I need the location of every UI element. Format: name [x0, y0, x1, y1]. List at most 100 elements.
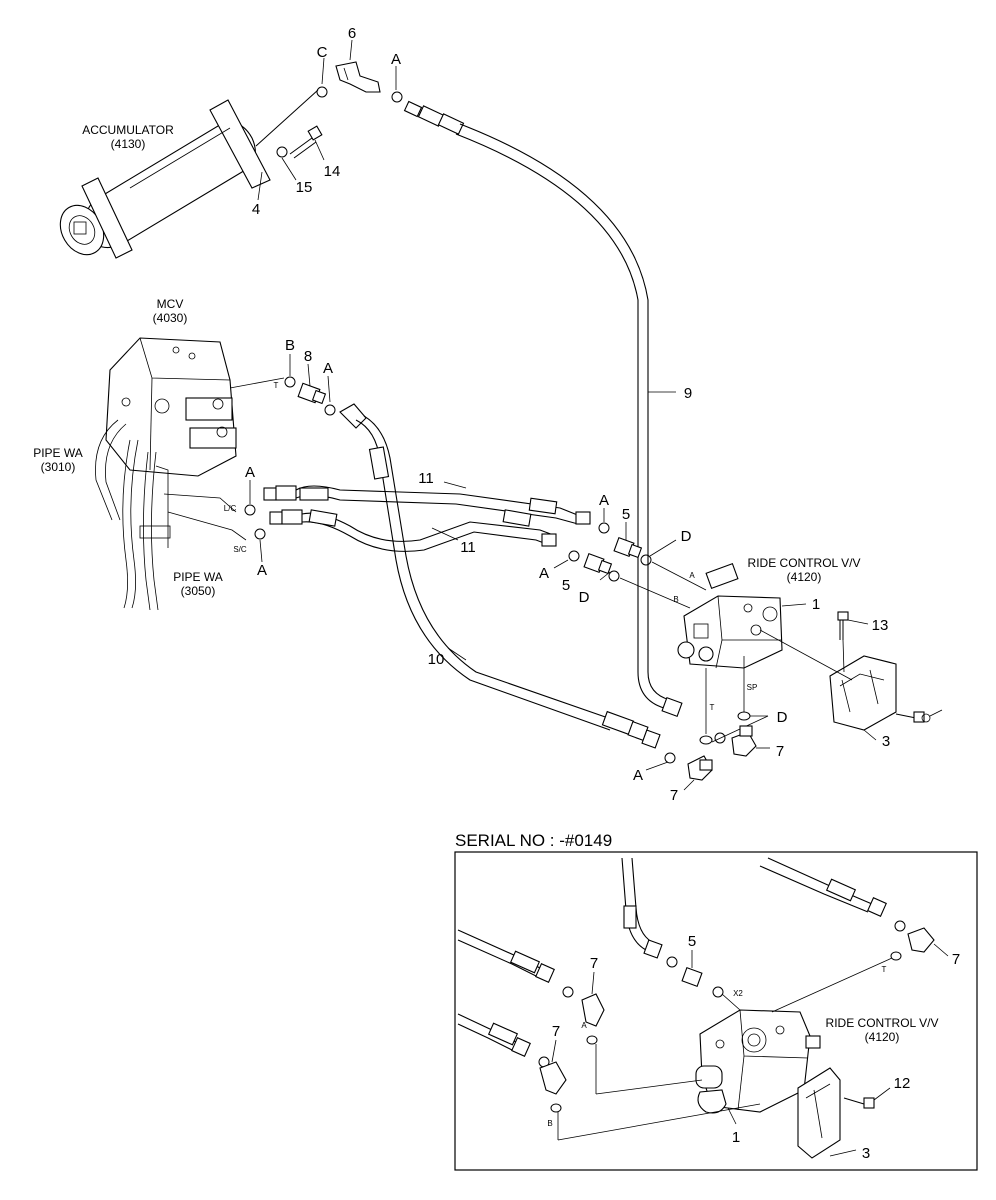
inset-port-tag-a: A [581, 1021, 587, 1030]
inset-bracket-3 [797, 1067, 841, 1159]
inset-callout-5: 5 [688, 933, 696, 950]
leader-13-top-down [842, 639, 845, 673]
leader-c [321, 57, 325, 85]
inset-bolt-12 [843, 1097, 875, 1109]
inset-line-b-2 [557, 1103, 761, 1141]
callout-14: 14 [324, 163, 341, 180]
leader-11-upper [443, 481, 467, 489]
elbow-fitting-6 [335, 61, 381, 93]
hoses-11 [263, 485, 591, 552]
mcv-drawing [105, 337, 237, 477]
inset-leader-7-left-lower [551, 1039, 557, 1063]
callout-a-sc: A [257, 562, 267, 579]
o-ring-a-top [391, 91, 403, 103]
callout-a-top: A [391, 51, 401, 68]
callout-4: 4 [252, 201, 260, 218]
port-tag-sp-rc: SP [747, 683, 758, 692]
leader-1 [781, 603, 807, 607]
inset-line-x2 [721, 993, 741, 1011]
inset-port-tag-b: B [547, 1119, 552, 1128]
o-ring-d-l [608, 570, 620, 582]
mcv-t-line [229, 377, 285, 389]
pipe-wa-2-code: (3050) [181, 584, 216, 598]
accumulator-name: ACCUMULATOR [82, 123, 174, 137]
callout-d-l: D [579, 589, 590, 606]
callout-7-bottom: 7 [670, 787, 678, 804]
leader-8 [307, 363, 311, 387]
callout-9: 9 [684, 385, 692, 402]
callout-11-upper: 11 [418, 470, 434, 487]
connector-8 [297, 382, 327, 405]
o-ring-a-bottom [664, 752, 676, 764]
inset-leader-3 [829, 1149, 857, 1157]
inset-o-ring-1 [562, 986, 574, 998]
elbow-fitting-7-bottom [687, 755, 713, 781]
callout-a-mcv: A [323, 360, 333, 377]
ride-control-valve-drawing [677, 562, 783, 669]
o-ring-b [284, 376, 296, 388]
leader-4 [257, 171, 263, 201]
inset-hoses [457, 857, 887, 1057]
callout-13-top: 13 [872, 617, 889, 634]
callout-6: 6 [348, 25, 356, 42]
inset-o-ring-3 [666, 956, 678, 968]
callout-a-5u: A [599, 492, 609, 509]
inset-callout-7-left-lower: 7 [552, 1023, 560, 1040]
callout-15: 15 [296, 179, 313, 196]
pipe-wa-1-code: (3010) [41, 460, 76, 474]
ride-control-name: RIDE CONTROL V/V [748, 556, 861, 570]
pipe-wa-2-name: PIPE WA [173, 570, 223, 584]
inset-line-a-2 [595, 1079, 703, 1095]
accumulator-leader [255, 89, 319, 147]
o-ring-t [699, 735, 713, 745]
inset-ride-control-valve [695, 1009, 821, 1114]
line-to-bracket [759, 629, 853, 681]
callout-8: 8 [304, 348, 312, 365]
inset-callout-7-right: 7 [952, 951, 960, 968]
inset-leader-1 [727, 1107, 737, 1125]
leader-7-bottom [683, 779, 695, 791]
leader-13-top [847, 619, 869, 625]
port-tag-a-rc: A [689, 571, 695, 580]
leader-13-bottom [929, 709, 943, 717]
o-ring-c [316, 86, 328, 98]
callout-5l: 5 [562, 577, 570, 594]
inset-elbow-7-right [907, 927, 935, 953]
callout-d-u: D [681, 528, 692, 545]
port-tag-t-mcv: T [274, 381, 279, 390]
leader-10 [447, 647, 467, 661]
inset-leader-12 [873, 1087, 891, 1101]
inset-leader-7-left-upper [591, 971, 595, 995]
bracket-3 [829, 655, 897, 731]
inset-ride-control-name: RIDE CONTROL V/V [826, 1016, 939, 1030]
callout-a-bottom: A [633, 767, 643, 784]
leader-a-bottom [645, 761, 669, 771]
inset-callout-3: 3 [862, 1145, 870, 1162]
mcv-name: MCV [157, 297, 184, 311]
port-tag-sc: S/C [233, 545, 247, 554]
line-port-a [651, 561, 707, 591]
hose-9 [403, 100, 683, 718]
inset-title: SERIAL NO : -#0149 [455, 831, 612, 850]
accumulator-code: (4130) [111, 137, 146, 151]
pipe-wa-1-name: PIPE WA [33, 446, 83, 460]
inset-line-t [771, 957, 893, 1013]
o-ring-d-bottom [714, 732, 726, 744]
inset-frame [454, 851, 978, 1171]
leader-15 [281, 157, 297, 181]
callout-c-top: C [317, 44, 328, 61]
inset-connector-5 [681, 966, 703, 988]
callout-7-right: 7 [776, 743, 784, 760]
o-ring-a-lc [244, 504, 256, 516]
inset-port-tag-x2: X2 [733, 989, 743, 998]
inset-o-ring-4 [894, 920, 906, 932]
inset-o-ring-a [586, 1035, 598, 1045]
callout-5u: 5 [622, 506, 630, 523]
o-ring-sp [737, 711, 751, 721]
leader-11-lower [431, 527, 459, 541]
callout-3: 3 [882, 733, 890, 750]
callout-1: 1 [812, 596, 820, 613]
leader-d-u [649, 539, 677, 557]
inset-callout-7-left-upper: 7 [590, 955, 598, 972]
leader-d-l [599, 571, 611, 581]
